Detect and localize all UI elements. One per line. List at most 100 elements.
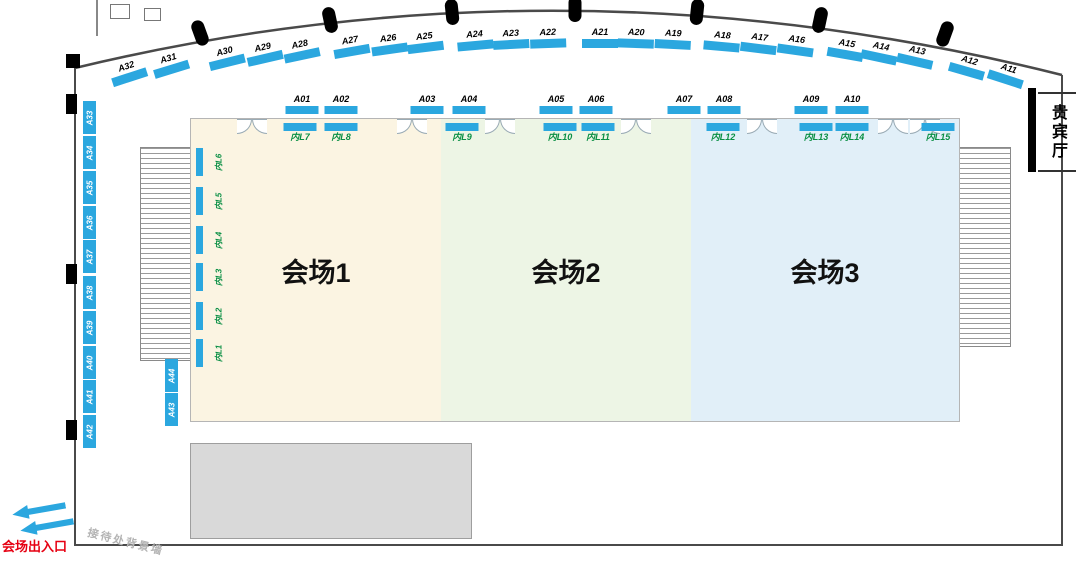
booth-bar bbox=[283, 123, 317, 131]
booth-内L14: 内L14 bbox=[835, 123, 869, 142]
booth-bar bbox=[285, 106, 319, 114]
booth-label: A39 bbox=[85, 320, 94, 335]
door-leaf bbox=[878, 119, 893, 134]
booth-A20: A20 bbox=[617, 26, 655, 49]
booth-A23: A23 bbox=[493, 28, 530, 50]
booth-label: A25 bbox=[415, 30, 434, 43]
pillar-icon bbox=[444, 0, 460, 26]
booth-label: A01 bbox=[293, 94, 311, 104]
booth-bar bbox=[452, 106, 486, 114]
wall-pillar bbox=[66, 94, 77, 114]
door-leaf bbox=[412, 119, 427, 134]
stairs-right bbox=[957, 147, 1011, 347]
wall-pillar bbox=[66, 420, 77, 440]
booth-label: A03 bbox=[418, 94, 436, 104]
booth-bar bbox=[445, 123, 479, 131]
booth-label: 内L8 bbox=[331, 132, 351, 142]
booth-bar bbox=[493, 39, 530, 50]
door-leaf bbox=[621, 119, 636, 134]
booth-bar bbox=[799, 123, 833, 131]
booth-内L3: 内L3 bbox=[196, 263, 226, 291]
booth-label: A06 bbox=[587, 94, 605, 104]
booth-内L15: 内L15 bbox=[921, 123, 955, 142]
booth-label: A19 bbox=[664, 27, 682, 39]
door-leaf bbox=[237, 119, 252, 134]
booth-A37: A37 bbox=[83, 240, 96, 273]
booth-label: A35 bbox=[85, 180, 94, 195]
booth-bar bbox=[794, 106, 828, 114]
door-leaf bbox=[397, 119, 412, 134]
booth-bar bbox=[196, 226, 203, 254]
door-leaf bbox=[747, 119, 762, 134]
booth-label: 内L1 bbox=[214, 344, 224, 363]
wall-segment bbox=[96, 0, 98, 36]
booth-内L10: 内L10 bbox=[543, 123, 577, 142]
booth-A24: A24 bbox=[456, 28, 494, 52]
booth-label: 内L12 bbox=[710, 132, 736, 142]
vip-room: 贵宾厅 bbox=[1038, 92, 1076, 172]
booth-label: A27 bbox=[340, 33, 359, 47]
booth-label: A44 bbox=[167, 368, 176, 383]
booth-bar bbox=[196, 148, 203, 176]
booth-label: 内L13 bbox=[803, 132, 829, 142]
booth-bar bbox=[196, 339, 203, 367]
booth-bar bbox=[706, 123, 740, 131]
booth-label: A42 bbox=[85, 424, 94, 439]
booth-A10: A10 bbox=[835, 95, 869, 114]
booth-label: A34 bbox=[85, 145, 94, 160]
booth-内L11: 内L11 bbox=[581, 123, 615, 142]
booth-内L6: 内L6 bbox=[196, 148, 226, 176]
booth-bar bbox=[581, 123, 615, 131]
booth-bar bbox=[324, 123, 358, 131]
booth-A44: A44 bbox=[165, 359, 178, 392]
booth-A41: A41 bbox=[83, 380, 96, 413]
booth-label: A15 bbox=[838, 36, 857, 50]
booth-label: 内L15 bbox=[925, 132, 951, 142]
booth-label: A33 bbox=[85, 110, 94, 125]
booth-A38: A38 bbox=[83, 276, 96, 309]
booth-label: 内L7 bbox=[290, 132, 310, 142]
halls-container: 会场1 会场2 会场3 bbox=[190, 118, 960, 422]
booth-A01: A01 bbox=[285, 94, 319, 114]
hall-title: 会场2 bbox=[531, 257, 601, 288]
booth-label: 内L3 bbox=[214, 268, 224, 287]
booth-label: A18 bbox=[713, 29, 732, 41]
booth-bar bbox=[530, 38, 567, 49]
hall-title: 会场1 bbox=[281, 257, 351, 288]
vip-room-label: 贵宾厅 bbox=[1049, 103, 1066, 161]
booth-内L2: 内L2 bbox=[196, 302, 226, 330]
booth-内L7: 内L7 bbox=[283, 123, 317, 142]
booth-内L13: 内L13 bbox=[799, 123, 833, 142]
booth-内L5: 内L5 bbox=[196, 187, 226, 215]
booth-bar bbox=[196, 302, 203, 330]
booth-bar bbox=[835, 123, 869, 131]
booth-bar bbox=[617, 38, 654, 49]
booth-label: A36 bbox=[85, 215, 94, 230]
booth-bar bbox=[582, 39, 618, 48]
pillar-icon bbox=[568, 0, 582, 22]
booth-A03: A03 bbox=[410, 94, 444, 114]
door-icon bbox=[747, 119, 777, 134]
booth-A35: A35 bbox=[83, 171, 96, 204]
booth-label: A09 bbox=[802, 94, 820, 104]
booth-label: A17 bbox=[750, 31, 769, 44]
booth-bar bbox=[579, 106, 613, 114]
door-icon bbox=[621, 119, 651, 134]
booth-A43: A43 bbox=[165, 393, 178, 426]
hall-1: 会场1 bbox=[191, 119, 441, 421]
booth-A07: A07 bbox=[667, 95, 701, 114]
booth-label: A16 bbox=[787, 32, 806, 46]
booth-bar bbox=[324, 106, 358, 114]
booth-label: A20 bbox=[627, 26, 645, 38]
booth-bar bbox=[707, 106, 741, 114]
booth-A04: A04 bbox=[452, 95, 486, 114]
hall-title: 会场3 bbox=[790, 257, 860, 288]
booth-label: A26 bbox=[379, 31, 398, 45]
vip-wall bbox=[1028, 88, 1036, 172]
booth-bar bbox=[196, 187, 203, 215]
booth-A09: A09 bbox=[794, 94, 828, 114]
booth-A19: A19 bbox=[654, 27, 692, 50]
booth-label: A05 bbox=[547, 94, 565, 104]
